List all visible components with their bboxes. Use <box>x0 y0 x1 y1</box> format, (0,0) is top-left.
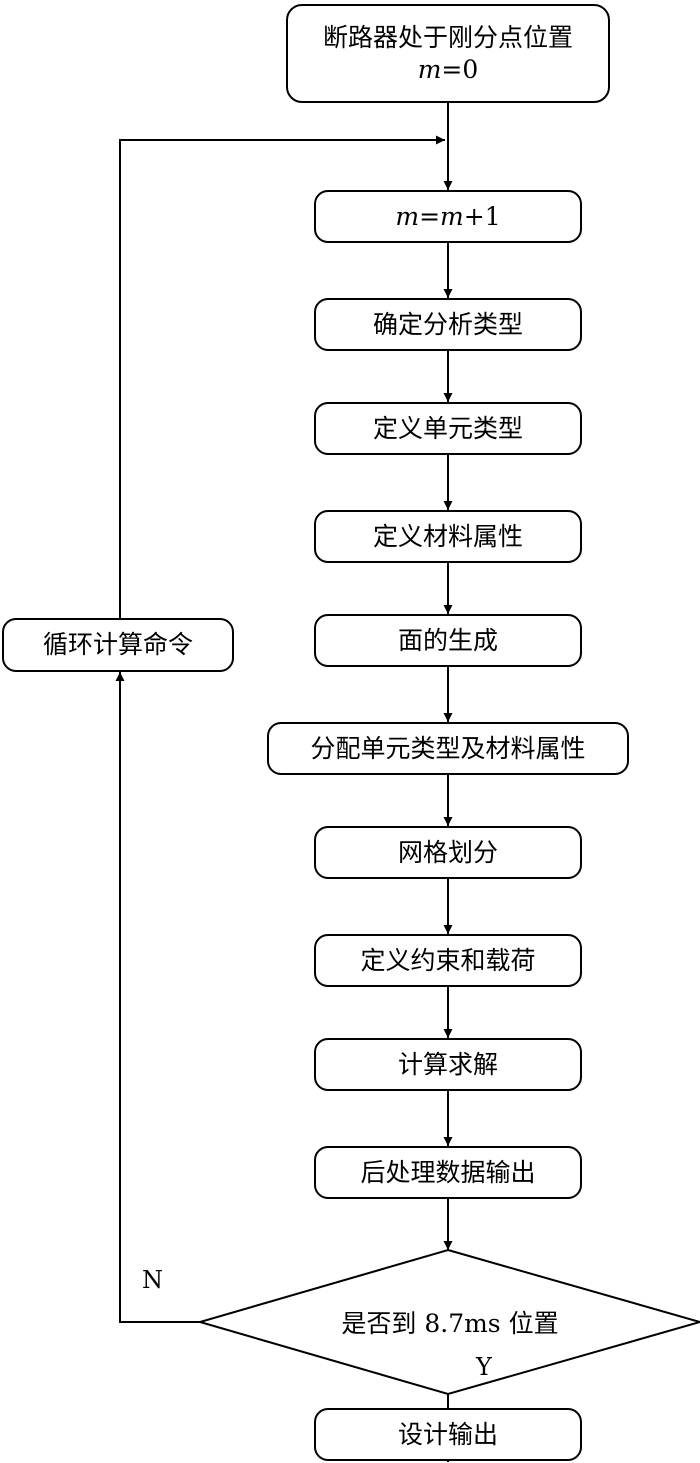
arrow-loop-to-increment <box>119 135 445 618</box>
step-output: 设计输出 <box>314 1408 582 1461</box>
step-assign: 分配单元类型及材料属性 <box>267 722 629 775</box>
step-increment-label: m=m+1 <box>395 201 501 231</box>
step-start: 断路器处于刚分点位置 m=0 <box>286 4 610 103</box>
step-start-label: 断路器处于刚分点位置 <box>322 23 573 53</box>
step-material: 定义材料属性 <box>314 510 582 563</box>
step-constraints: 定义约束和载荷 <box>314 934 582 987</box>
decision-diamond <box>196 1248 700 1396</box>
step-postprocess: 后处理数据输出 <box>314 1146 582 1199</box>
step-mesh: 网格划分 <box>314 826 582 879</box>
arrow-decision-to-loop <box>115 672 200 1323</box>
decision-label: 是否到 8.7ms 位置 <box>341 1309 559 1338</box>
step-start-counter: m=0 <box>417 54 479 84</box>
step-loop-command: 循环计算命令 <box>2 618 234 672</box>
label-no: N <box>142 1266 163 1294</box>
step-surface: 面的生成 <box>314 614 582 667</box>
step-analysis-type: 确定分析类型 <box>314 298 582 351</box>
step-increment: m=m+1 <box>314 190 582 243</box>
label-yes: Y <box>476 1353 492 1381</box>
step-solve: 计算求解 <box>314 1038 582 1091</box>
step-element-type: 定义单元类型 <box>314 402 582 455</box>
